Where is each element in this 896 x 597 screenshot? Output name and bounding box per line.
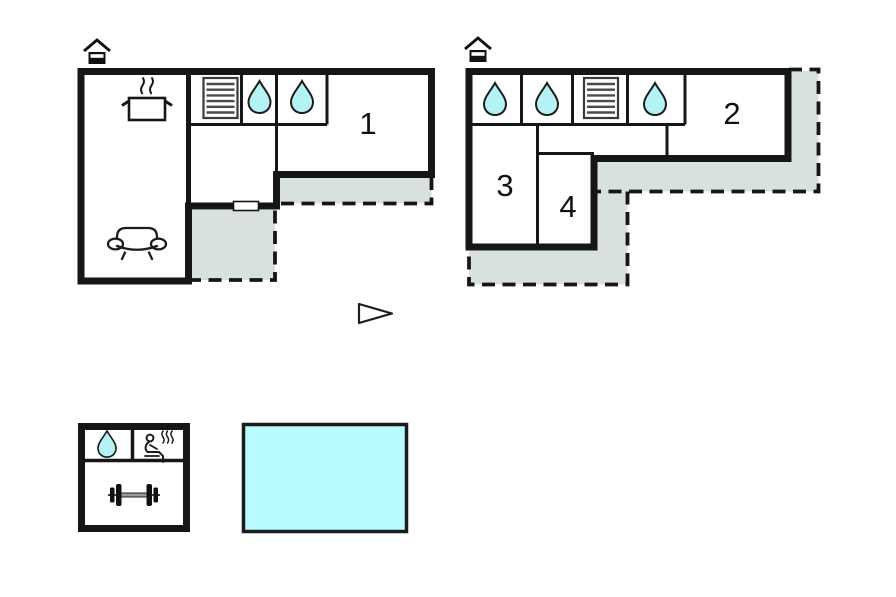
room-label-1: 1 xyxy=(359,106,376,141)
annex-floorplan xyxy=(78,423,190,532)
door-opening xyxy=(232,200,260,212)
room-label-4: 4 xyxy=(559,189,576,224)
room-label-2: 2 xyxy=(723,96,740,131)
entrance-icon xyxy=(82,38,112,66)
terrace-dashed-border xyxy=(467,191,630,287)
building-one-floorplan: 1 xyxy=(77,38,435,285)
entrance-icon xyxy=(463,36,493,64)
terrace-area xyxy=(190,210,275,280)
building-two-floorplan: 2 3 4 xyxy=(463,36,821,287)
building-outer-wall xyxy=(77,68,435,285)
stairs-icon xyxy=(202,76,239,120)
terrace-dashed-border xyxy=(278,177,434,206)
terrace-area xyxy=(469,71,819,285)
direction-triangle-icon xyxy=(357,302,394,325)
terrace-area xyxy=(277,178,432,204)
terrace-dashed-border xyxy=(189,210,277,282)
room-label-3: 3 xyxy=(496,168,513,203)
terrace-dashed-border xyxy=(596,67,821,194)
swimming-pool xyxy=(241,422,409,534)
stairs-icon xyxy=(582,76,620,120)
